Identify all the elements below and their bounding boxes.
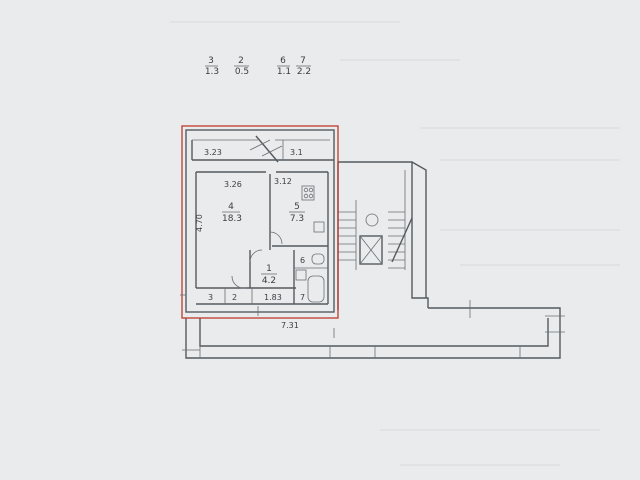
legend-area-6: 1.1 xyxy=(277,67,291,77)
dim-corridor: 1.83 xyxy=(264,293,282,302)
dim-room4-width: 3.26 xyxy=(224,180,242,189)
legend-area-7: 2.2 xyxy=(297,67,311,77)
room-5-area: 7.3 xyxy=(290,214,304,224)
building-structure xyxy=(182,161,565,359)
stair-left xyxy=(338,211,356,261)
room-4-number: 4 xyxy=(228,202,234,212)
column-circle xyxy=(365,213,379,227)
room-6-number: 6 xyxy=(300,256,305,265)
elevator-shaft xyxy=(359,235,383,265)
dim-balcony-left: 3.23 xyxy=(204,148,222,157)
room-3-number: 3 xyxy=(208,293,213,302)
washbasin-icon xyxy=(311,253,325,265)
toilet-icon xyxy=(295,269,307,281)
legend-num-6: 6 xyxy=(280,56,286,66)
legend-num-2: 2 xyxy=(238,56,244,66)
room-4-area: 18.3 xyxy=(222,214,242,224)
apartment-outer-wall xyxy=(185,129,335,313)
sink-icon xyxy=(313,221,325,233)
room-1-area: 4.2 xyxy=(262,276,276,286)
dim-room5-width: 3.12 xyxy=(274,177,292,186)
legend-num-7: 7 xyxy=(300,56,306,66)
legend-area-3: 1.3 xyxy=(205,67,219,77)
room-1-number: 1 xyxy=(266,264,272,274)
stair-right xyxy=(388,211,413,269)
dim-total-width: 7.31 xyxy=(281,321,299,330)
bathtub-icon xyxy=(307,275,325,303)
dim-balcony-right: 3.1 xyxy=(290,148,303,157)
room-2-number: 2 xyxy=(232,293,237,302)
room-7-number: 7 xyxy=(300,293,305,302)
header-legend: 3 1.3 2 0.5 6 1.1 7 2.2 xyxy=(205,56,311,77)
dim-room4-height: 4.70 xyxy=(195,214,204,232)
apartment: 3.23 3.1 3.26 3.12 4.70 4 18.3 5 7.3 1 4… xyxy=(180,125,339,338)
legend-area-2: 0.5 xyxy=(235,67,249,77)
stove-icon xyxy=(301,185,315,201)
background-scan-marks xyxy=(170,21,620,466)
legend-num-3: 3 xyxy=(208,56,214,66)
apartment-highlight-outline xyxy=(181,125,339,319)
room-5-number: 5 xyxy=(294,202,300,212)
